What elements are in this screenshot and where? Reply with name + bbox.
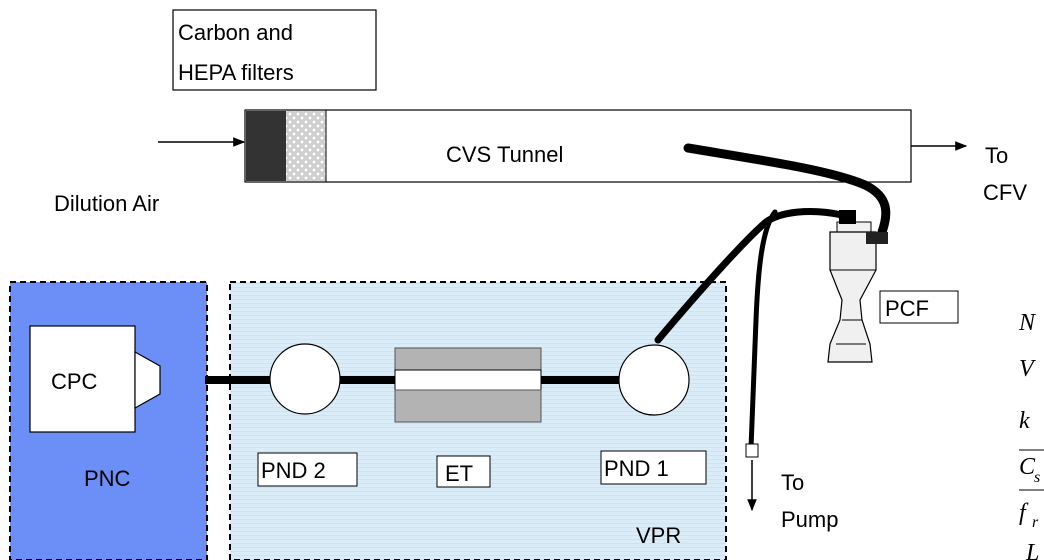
tunnel-label: CVS Tunnel [446,142,563,167]
eq-f: f [1019,500,1029,526]
filters-label-line2: HEPA filters [178,60,294,85]
vpr-label: VPR [636,523,681,548]
to-pump-label-line1: To [781,470,804,495]
pcf-label-box [879,290,959,324]
cpc-box [29,325,136,433]
eq-c: C [1019,454,1036,480]
pump-line-fitting [745,443,759,458]
et-label: ET [445,461,473,486]
to-cfv-label-line2: CFV [983,180,1027,205]
tube-to-pump [748,209,778,451]
pnc-box: CPC PNC [9,281,208,560]
evaporation-tube [394,347,542,423]
to-pump-label-line2: Pump [781,507,838,532]
equation-fragments: N V k C s f r L [1018,310,1044,560]
to-cfv-label-line1: To [985,143,1008,168]
filters-label-line1: Carbon and [178,20,293,45]
pnd1-label-box [600,450,707,485]
carbon-filter [246,111,286,181]
et-label-box [436,455,491,488]
eq-s: s [1034,469,1040,486]
pcf-inlet-fitting [866,232,888,244]
pcf-cyclone [827,210,888,363]
eq-l: L [1025,540,1039,560]
cvs-tunnel: CVS Tunnel [244,109,912,183]
pnc-label: PNC [84,466,131,491]
eq-n: N [1018,310,1037,336]
cpc-inlet [134,350,161,410]
cpc-label: CPC [51,369,98,394]
pnd2-circle [269,343,341,415]
filters-label-box: Carbon and HEPA filters [172,9,377,91]
pcf-label: PCF [885,296,929,321]
eq-r: r [1032,514,1039,531]
pnd1-label: PND 1 [604,456,669,481]
dilution-air-label: Dilution Air [54,191,159,216]
tube-pcf-pnd1 [654,207,846,344]
sampling-probe-tube [683,143,891,237]
hepa-filter [286,111,326,181]
pnd1-circle [618,344,690,416]
eq-k: k [1019,408,1030,434]
pnd2-label-box [257,452,358,487]
eq-v: V [1019,356,1036,382]
pnd2-label: PND 2 [261,458,326,483]
